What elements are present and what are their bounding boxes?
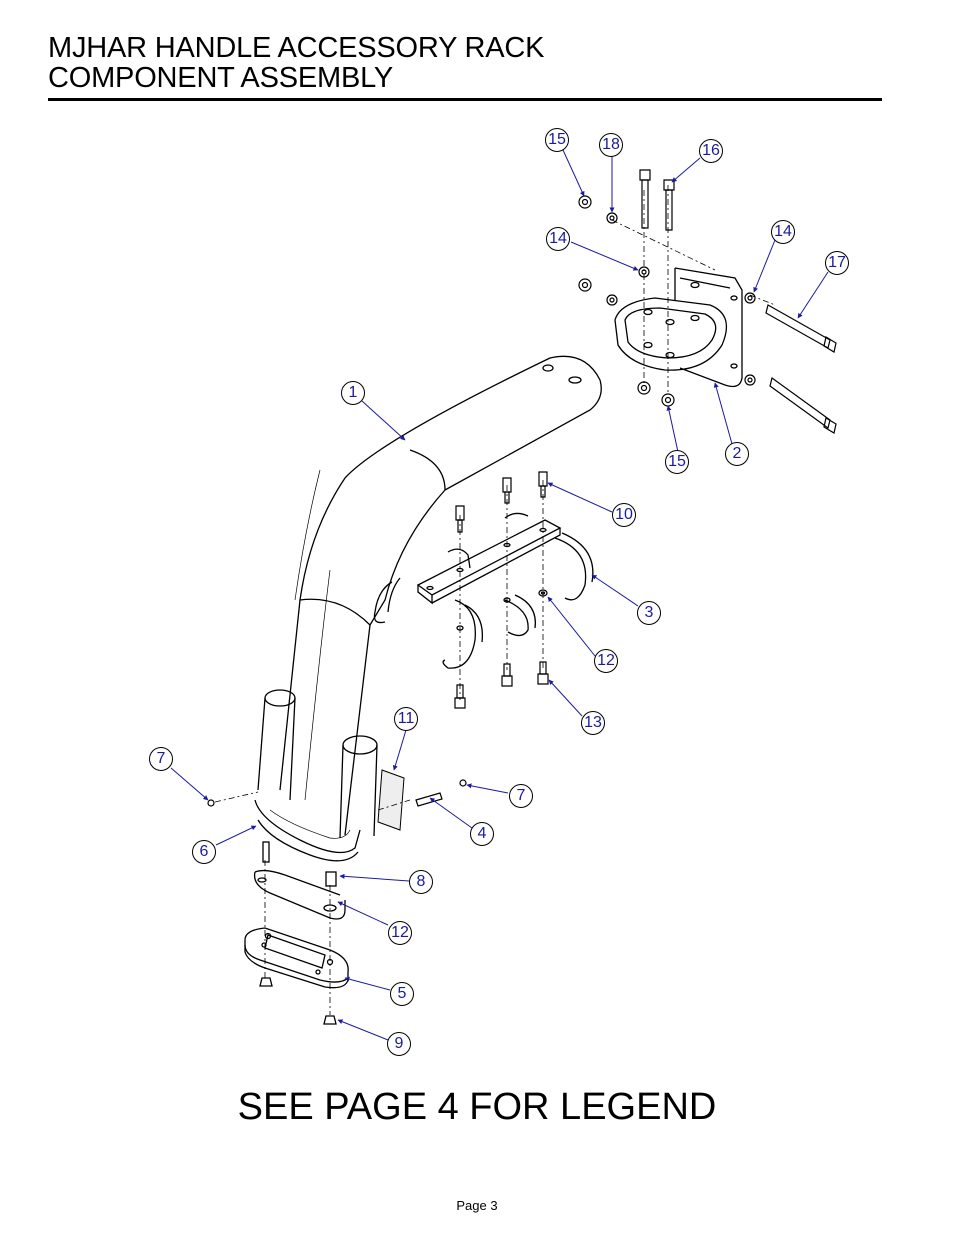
callout-15: 15	[545, 128, 569, 152]
label-plate	[377, 769, 405, 831]
hook-rack	[373, 512, 594, 669]
callout-10: 10	[612, 503, 636, 527]
callout-16: 16	[699, 139, 723, 163]
callout-15: 15	[665, 450, 689, 474]
title-rule	[48, 98, 882, 101]
callout-18: 18	[599, 133, 623, 157]
callout-12: 12	[388, 921, 412, 945]
callout-8: 8	[409, 870, 433, 894]
base-clamp	[244, 841, 349, 1025]
title-line-2: COMPONENT ASSEMBLY	[48, 62, 394, 94]
page-number: Page 3	[456, 1198, 498, 1213]
callout-7: 7	[149, 747, 173, 771]
leader-lines	[170, 149, 829, 1041]
callout-17: 17	[825, 251, 849, 275]
callout-14: 14	[546, 227, 570, 251]
title-line-1: MJHAR HANDLE ACCESSORY RACK	[48, 32, 545, 64]
callout-3: 3	[637, 601, 661, 625]
callout-11: 11	[394, 707, 418, 731]
long-bolts	[578, 169, 837, 434]
callout-5: 5	[390, 982, 414, 1006]
callout-13: 13	[581, 711, 605, 735]
callout-4: 4	[470, 822, 494, 846]
handle-tube	[279, 355, 602, 836]
callout-6: 6	[192, 840, 216, 864]
callout-7: 7	[509, 784, 533, 808]
cup-holders	[254, 689, 378, 862]
legend-note: SEE PAGE 4 FOR LEGEND	[237, 1086, 717, 1128]
callout-2: 2	[725, 442, 749, 466]
axis-lines	[214, 185, 776, 1015]
rack-bolts	[454, 471, 549, 709]
callout-14: 14	[771, 220, 795, 244]
callout-12: 12	[594, 649, 618, 673]
clamp-bracket	[614, 267, 743, 388]
callout-1: 1	[341, 381, 365, 405]
callout-9: 9	[387, 1032, 411, 1056]
pin-and-clips	[207, 779, 467, 807]
